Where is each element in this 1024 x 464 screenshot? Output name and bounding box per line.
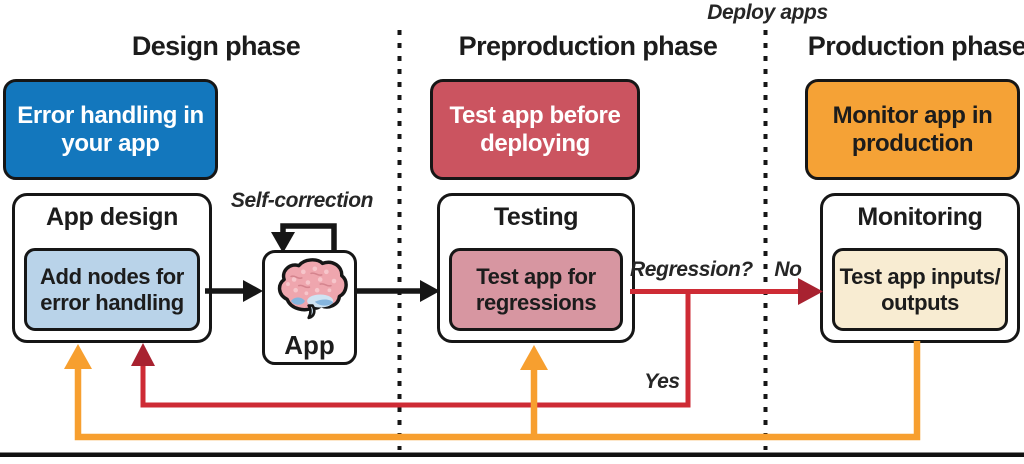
goal-text-line: Error handling in (17, 101, 204, 129)
node-testing: Testing Test app for regressions (437, 193, 635, 343)
self-correction-loop-arrow (271, 223, 337, 253)
goal-box-error-handling: Error handling in your app (3, 79, 218, 180)
goal-text-line: production (851, 129, 974, 157)
arrow-monitoring-feedback-to-design (64, 341, 921, 441)
goal-box-test-before-deploy: Test app before deploying (430, 79, 640, 180)
task-test-inputs-outputs: Test app inputs/ outputs (832, 248, 1008, 331)
node-monitoring: Monitoring Test app inputs/ outputs (820, 193, 1020, 343)
heading-design-phase: Design phase (131, 31, 301, 61)
goal-text-line: Test app before (449, 101, 621, 129)
brain-icon (277, 258, 348, 320)
bottom-border-line (0, 452, 1024, 457)
arrow-monitoring-feedback-to-testing (520, 345, 548, 437)
task-add-error-nodes: Add nodes for error handling (24, 248, 200, 331)
task-text-line: Test app inputs/ (839, 263, 1001, 289)
goal-text-line: Monitor app in (832, 101, 993, 129)
goal-text-line: deploying (480, 129, 590, 157)
task-text-line: error handling (40, 289, 184, 315)
task-test-regressions: Test app for regressions (449, 248, 623, 331)
label-yes: Yes (644, 370, 680, 393)
task-text-line: Test app for (476, 263, 596, 289)
task-text-line: Add nodes for (40, 263, 184, 289)
label-regression-question: Regression? (630, 258, 753, 281)
task-text-line: outputs (881, 289, 959, 315)
goal-text-line: your app (61, 129, 160, 157)
node-app: App (262, 250, 357, 365)
label-no: No (774, 258, 802, 281)
arrow-app-to-testing (357, 280, 440, 302)
app-node-label: App (284, 330, 335, 360)
node-title: Monitoring (857, 203, 983, 231)
heading-preproduction-phase: Preproduction phase (458, 31, 718, 61)
task-text-line: regressions (475, 289, 597, 315)
heading-production-phase: Production phase (807, 31, 1024, 61)
arrow-design-to-app (205, 280, 263, 302)
node-title: Testing (493, 203, 579, 231)
node-app-design: App design Add nodes for error handling (12, 193, 212, 343)
label-self-correction: Self-correction (230, 189, 374, 212)
label-deploy-apps: Deploy apps (707, 1, 828, 24)
goal-box-monitor-production: Monitor app in production (805, 79, 1020, 180)
arrow-regression-no-to-monitoring (630, 278, 823, 305)
node-title: App design (45, 203, 179, 231)
